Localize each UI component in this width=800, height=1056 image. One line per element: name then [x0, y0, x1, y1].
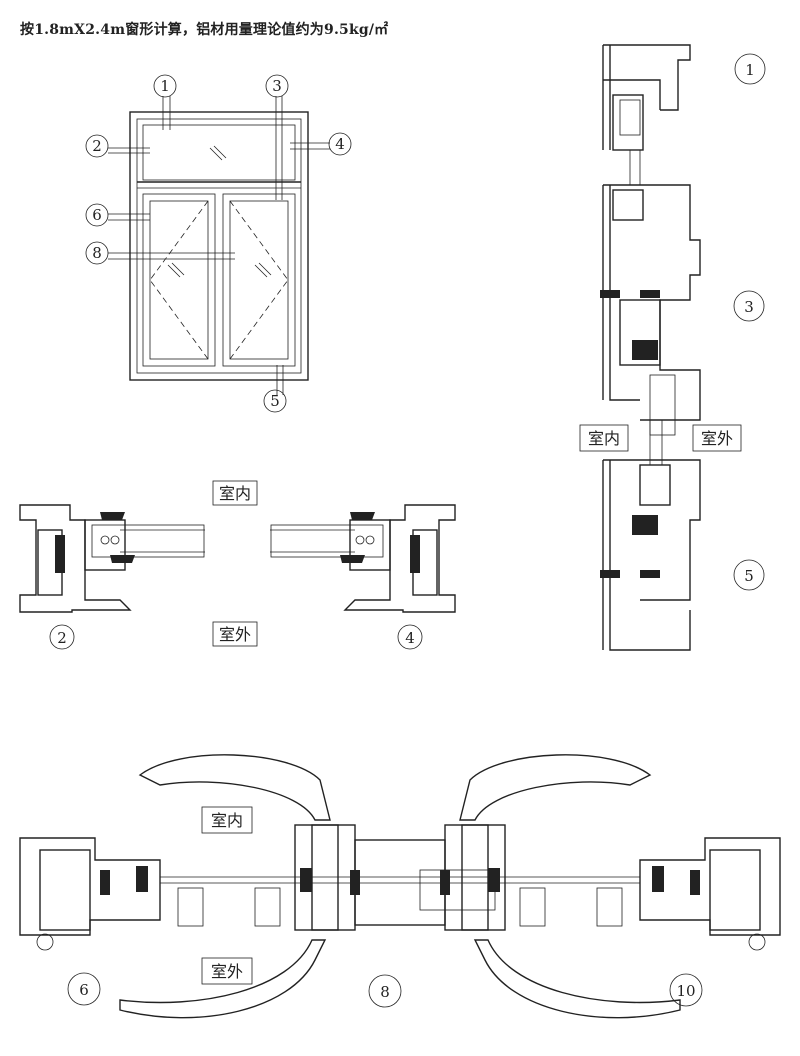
svg-text:8: 8 [92, 244, 102, 262]
indoor-label-right: 室内 [579, 424, 629, 452]
callout-3: 3 [265, 74, 289, 98]
outdoor-label-bottom: 室外 [201, 957, 253, 985]
svg-text:10: 10 [676, 982, 695, 1000]
svg-text:5: 5 [744, 567, 754, 585]
svg-text:2: 2 [92, 137, 102, 155]
callout-2: 2 [85, 134, 109, 158]
svg-text:1: 1 [745, 61, 755, 79]
svg-text:室内: 室内 [219, 484, 251, 503]
svg-text:室外: 室外 [219, 625, 251, 644]
section-4: 4 [270, 504, 456, 650]
indoor-label-mid: 室内 [212, 480, 258, 506]
svg-text:5: 5 [270, 392, 280, 410]
outdoor-label-right: 室外 [692, 424, 742, 452]
indoor-label-bottom: 室内 [201, 806, 253, 834]
section-2: 2 [19, 504, 205, 650]
callout-5: 5 [263, 389, 287, 413]
callout-6: 6 [85, 203, 109, 227]
svg-text:室外: 室外 [701, 429, 733, 448]
callout-8: 8 [85, 241, 109, 265]
callout-4: 4 [328, 132, 352, 156]
svg-text:6: 6 [79, 981, 89, 999]
svg-text:2: 2 [57, 629, 67, 647]
svg-text:3: 3 [744, 298, 754, 316]
svg-text:室内: 室内 [211, 811, 243, 830]
svg-text:4: 4 [405, 629, 415, 647]
svg-text:室外: 室外 [211, 962, 243, 981]
svg-text:室内: 室内 [588, 429, 620, 448]
callout-1: 1 [153, 74, 177, 98]
svg-text:3: 3 [272, 77, 282, 95]
svg-text:4: 4 [335, 135, 345, 153]
svg-text:8: 8 [380, 983, 390, 1001]
page-title: 按1.8mX2.4m窗形计算，铝材用量理论值约为9.5kg/㎡ [20, 22, 389, 38]
svg-text:1: 1 [160, 77, 170, 95]
vertical-section: 1 3 5 [600, 44, 766, 651]
svg-text:6: 6 [92, 206, 102, 224]
outdoor-label-mid: 室外 [212, 621, 258, 647]
bottom-section: 6 8 10 [19, 754, 781, 1019]
window-elevation: 1 2 3 4 5 6 8 [85, 74, 352, 413]
